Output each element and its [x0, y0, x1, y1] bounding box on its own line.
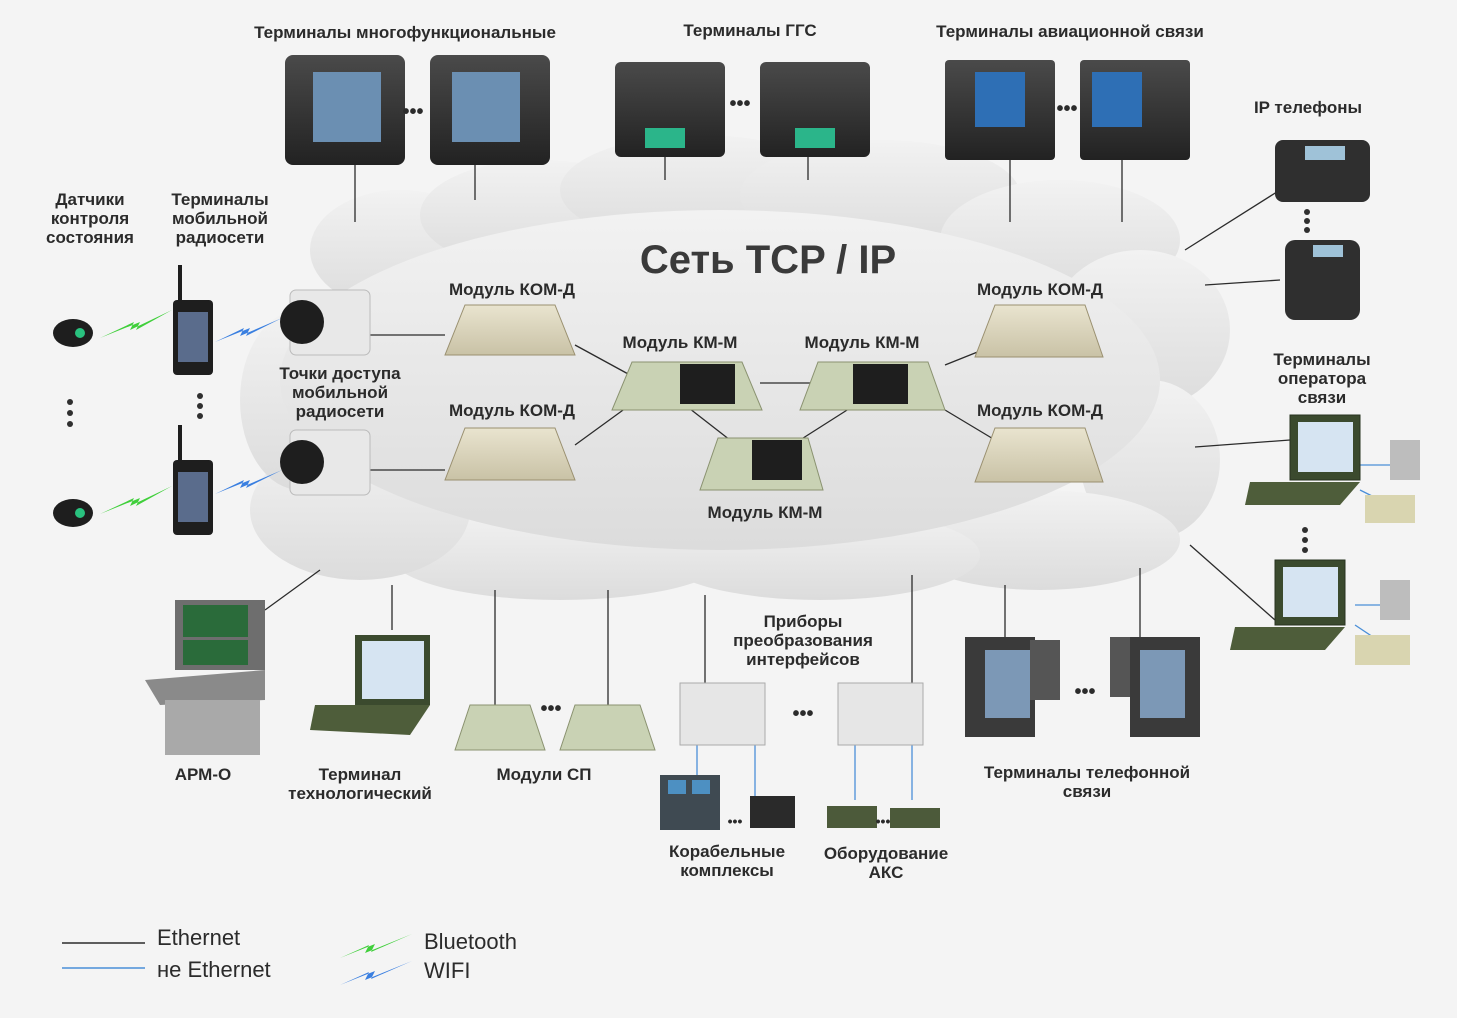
phone-terminal-2	[1110, 637, 1200, 737]
mobile-terminal-1	[173, 265, 213, 375]
km-m-module-3	[699, 437, 824, 491]
label-multifunction-terminals: Терминалы многофункциональные	[254, 23, 556, 42]
ellipsis-aviation: •••	[1056, 98, 1078, 120]
ellipsis-aks: •••	[875, 813, 891, 829]
bluetooth-links	[100, 310, 172, 514]
ggs-terminal-1	[615, 62, 725, 157]
legend-bluetooth: Bluetooth	[424, 929, 517, 954]
multifunction-terminal-1	[285, 55, 405, 165]
phone-terminal-1	[965, 637, 1060, 737]
label-km-m-2: Модуль КМ-М	[804, 333, 920, 352]
interface-converter-1	[679, 682, 766, 746]
label-kom-d-3: Модуль КОМ-Д	[976, 280, 1104, 299]
label-sp-modules: Модули СП	[496, 765, 592, 784]
ellipsis-ggs: •••	[729, 93, 751, 115]
label-km-m-3: Модуль КМ-М	[707, 503, 823, 522]
legend-ethernet: Ethernet	[157, 925, 241, 950]
ip-phone-2	[1285, 240, 1360, 320]
ip-phones-ellipsis	[1304, 209, 1310, 233]
label-kom-d-1: Модуль КОМ-Д	[448, 280, 576, 299]
operator-terminal-2	[1230, 559, 1410, 665]
kom-d-module-3	[974, 304, 1104, 358]
label-kom-d-4: Модуль КОМ-Д	[976, 401, 1104, 420]
sp-module-1	[454, 704, 546, 751]
label-arm-o: АРМ-О	[174, 765, 232, 784]
kom-d-module-2	[444, 427, 576, 481]
label-aviation-terminals: Терминалы авиационной связи	[936, 22, 1204, 41]
aviation-terminal-1	[945, 60, 1055, 160]
tech-terminal-laptop	[310, 635, 430, 735]
mobile-terminal-2	[173, 425, 213, 535]
network-title: Сеть TCP / IP	[639, 238, 897, 282]
sensor-2	[53, 499, 93, 527]
sp-module-2	[559, 704, 656, 751]
label-ggs-terminals: Терминалы ГГС	[683, 21, 817, 40]
legend-samples	[62, 934, 412, 985]
ip-phone-1	[1275, 140, 1370, 202]
legend-non-ethernet: не Ethernet	[157, 957, 271, 982]
wifi-links	[215, 318, 282, 494]
km-m-module-1	[611, 361, 763, 411]
ellipsis-converters: •••	[792, 703, 814, 725]
aks-equipment-2	[890, 808, 940, 828]
ellipsis-phone-terminals: •••	[1074, 681, 1096, 703]
kom-d-module-1	[444, 304, 576, 356]
label-ip-phones: IP телефоны	[1253, 98, 1363, 117]
sensor-1	[53, 319, 93, 347]
label-kom-d-2: Модуль КОМ-Д	[448, 401, 576, 420]
interface-converter-2	[837, 682, 924, 746]
sensors-ellipsis	[67, 399, 73, 427]
access-point-2	[280, 429, 371, 496]
ellipsis-multifunction: •••	[402, 101, 424, 123]
ellipsis-ship-complexes: •••	[727, 813, 743, 829]
arm-o-console	[145, 600, 265, 755]
operator-terminals-ellipsis	[1302, 527, 1308, 553]
aviation-terminal-2	[1080, 60, 1190, 160]
ellipsis-sp-modules: •••	[540, 698, 562, 720]
km-m-module-2	[799, 361, 946, 411]
ggs-terminal-2	[760, 62, 870, 157]
aks-equipment-1	[827, 806, 877, 828]
operator-terminal-1	[1245, 414, 1420, 523]
ship-complex-1	[660, 775, 720, 830]
ship-complex-2	[750, 796, 795, 828]
label-km-m-1: Модуль КМ-М	[622, 333, 738, 352]
multifunction-terminal-2	[430, 55, 550, 165]
access-point-1	[280, 289, 371, 356]
ethernet-links	[264, 155, 1291, 705]
legend-wifi: WIFI	[424, 958, 471, 983]
mobile-terminals-ellipsis	[197, 393, 203, 419]
kom-d-module-4	[974, 427, 1104, 483]
